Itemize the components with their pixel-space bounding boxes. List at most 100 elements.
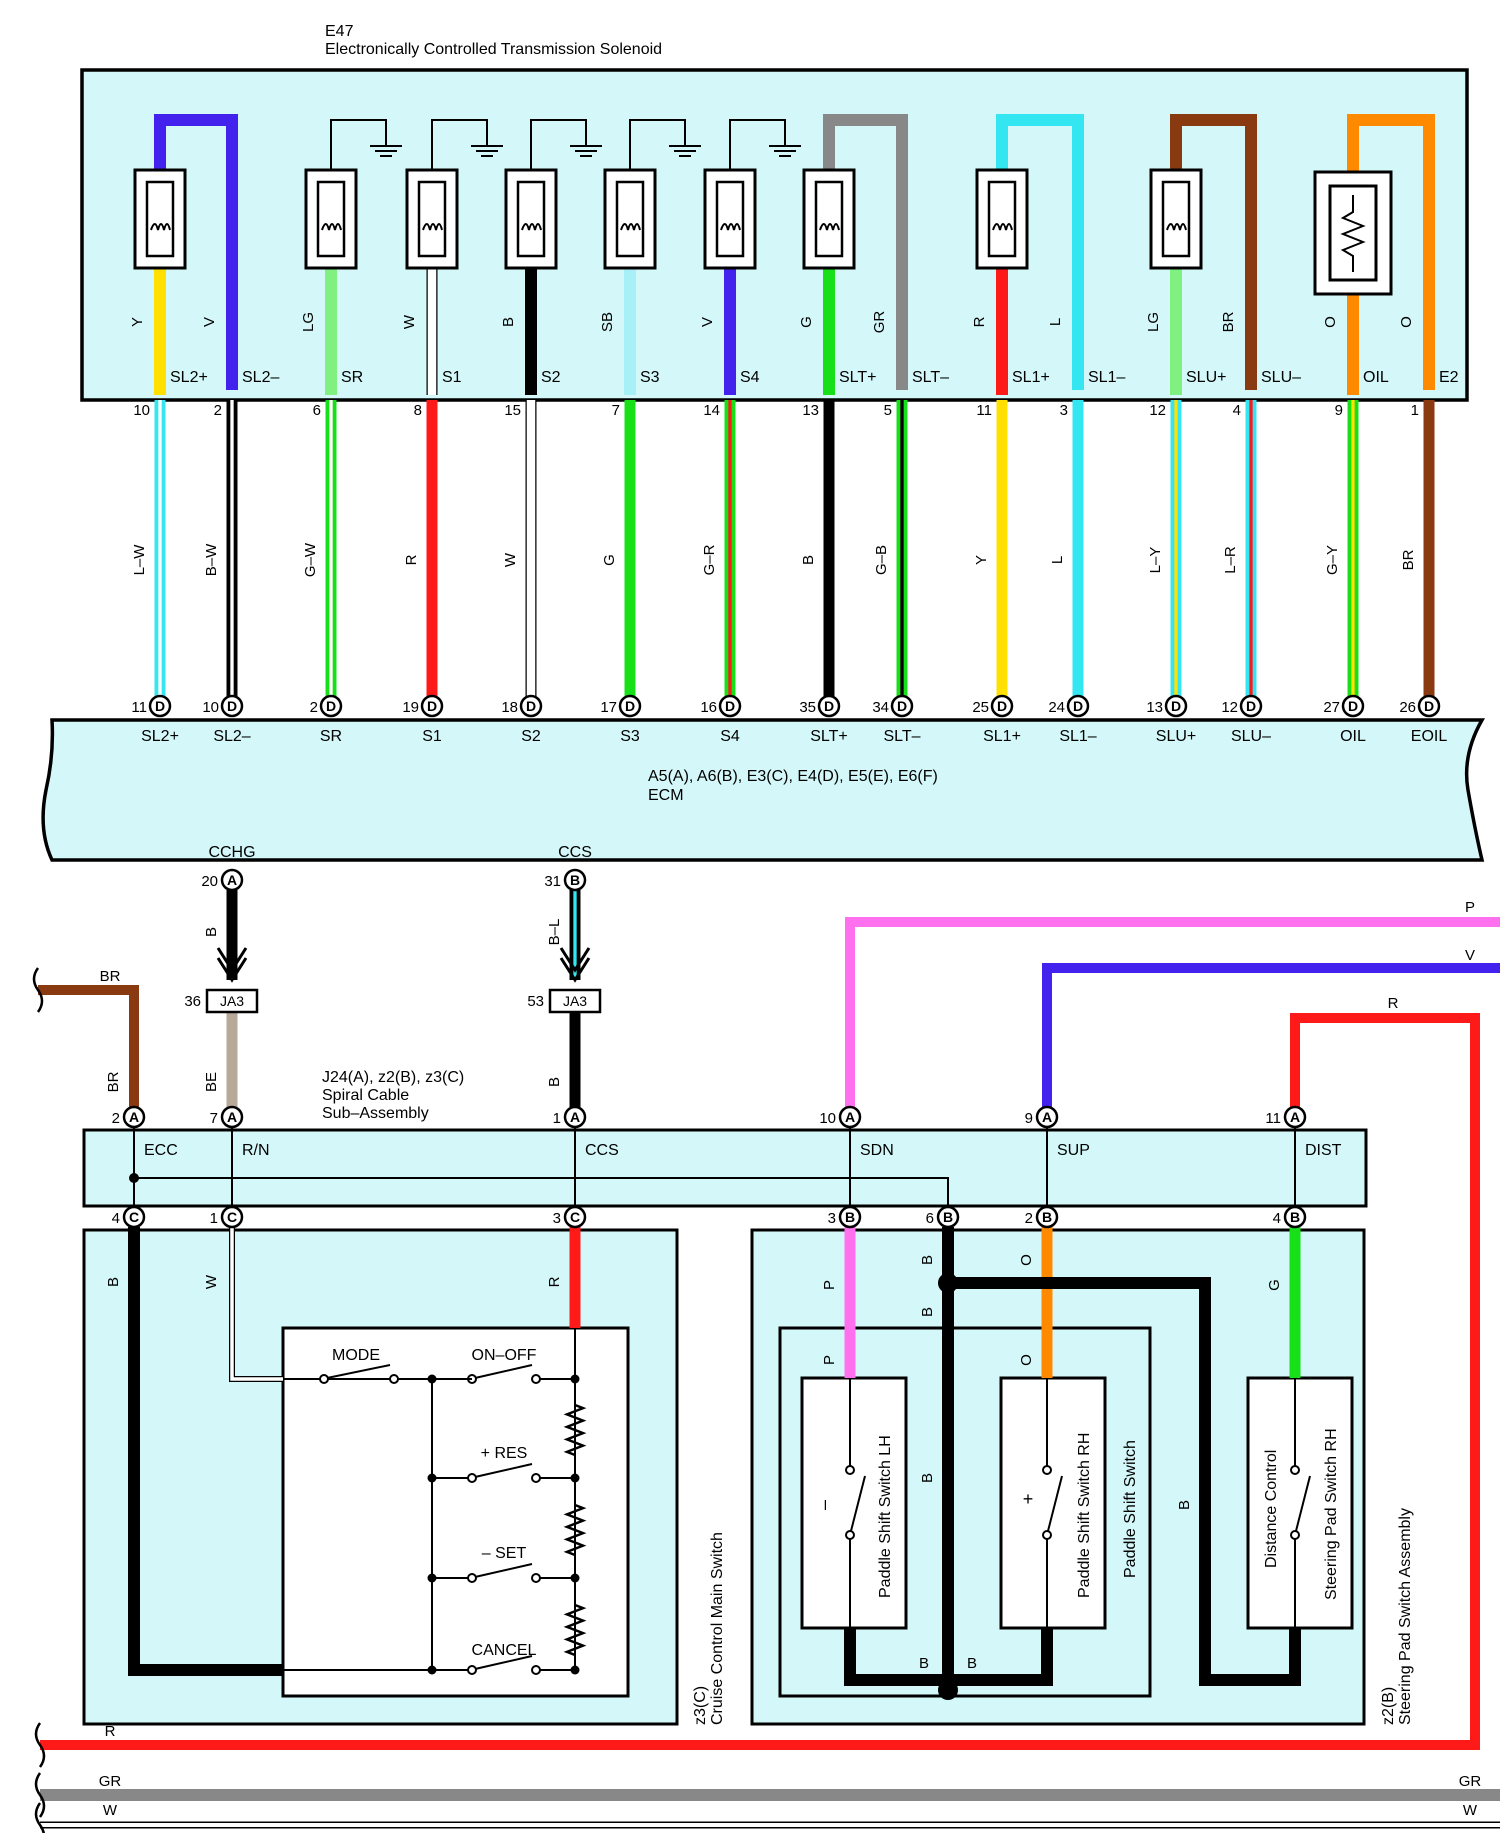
ecm-pin-number: 17 [600, 699, 617, 716]
paddle-lh-sign: – [814, 1500, 834, 1510]
spiral-pin-number: 7 [210, 1110, 218, 1127]
solenoid-terminal-name: SLU+ [1186, 369, 1226, 386]
switch-label-set: – SET [482, 1545, 527, 1562]
ecm-pin [148, 694, 172, 718]
solenoid-terminal-name: S2 [541, 369, 561, 386]
coil-winding [321, 223, 342, 231]
harness-wire-code: L–Y [1147, 547, 1164, 574]
spiral-bottom-pin [838, 1205, 862, 1229]
spiral-name: Spiral Cable [322, 1087, 409, 1104]
ecm-connectors: A5(A), A6(B), E3(C), E4(D), E5(E), E6(F) [648, 768, 938, 785]
contact [845, 1530, 855, 1540]
contact [467, 1473, 477, 1483]
inner-wire-code: V [699, 317, 716, 327]
cruise-b-wire [128, 1227, 283, 1676]
contact [1290, 1465, 1300, 1475]
solenoid-terminal-name: SLT– [912, 369, 949, 386]
spiral-bottom-pin [936, 1205, 960, 1229]
paddle-rh-box [999, 1376, 1107, 1630]
switch-arm [1047, 1475, 1063, 1532]
harness-wire-code: Y [973, 555, 990, 565]
spiral-pin-number: 3 [828, 1210, 836, 1227]
coil-winding [992, 223, 1013, 231]
ground-lead [729, 119, 786, 200]
ecm-pin [817, 694, 841, 718]
wire-code: B [919, 1473, 936, 1483]
spiral-pin-number: 2 [112, 1110, 120, 1127]
coil-winding [819, 223, 840, 231]
ground-icon [570, 132, 602, 157]
switch-label-on-off: ON–OFF [472, 1347, 537, 1364]
spiral-bottom-pin [122, 1205, 146, 1229]
spiral-pin-number: 4 [112, 1210, 120, 1227]
spiral-panel [82, 1128, 1368, 1208]
junction-label: JA3 [563, 993, 587, 1009]
switch-arm [326, 1364, 391, 1379]
ecm-pin-number: 2 [310, 699, 318, 716]
connector-letter: A [845, 1109, 855, 1125]
ground-lead [431, 119, 488, 200]
wire-code: O [1018, 1254, 1035, 1266]
solenoid-pin-number: 5 [884, 402, 892, 419]
spiral-name: Sub–Assembly [322, 1105, 429, 1122]
solenoid-terminal-name: SL2+ [170, 369, 208, 386]
spiral-terminal-name: R/N [242, 1142, 270, 1159]
junction-dot [570, 1573, 580, 1583]
solenoid-pin-number: 8 [414, 402, 422, 419]
spiral-pin-number: 11 [1265, 1110, 1281, 1127]
inner-wire-code: W [401, 314, 418, 329]
ecm-pin [220, 868, 244, 892]
cancel-switch-icon [467, 1655, 541, 1675]
solenoid-terminal-name: OIL [1363, 369, 1389, 386]
connector-letter: B [943, 1209, 953, 1225]
inner-wire-code: B [500, 317, 517, 327]
ecm-terminal-name: SLT+ [810, 728, 848, 745]
ground-lead [330, 119, 387, 200]
spiral-bottom-pin [563, 1205, 587, 1229]
wire-code: O [1018, 1354, 1035, 1366]
solenoid-terminal-name: SL2– [242, 369, 279, 386]
inner-wire-code: LG [1145, 312, 1162, 332]
harness-wire-code: L [1049, 556, 1066, 564]
dist-r-wire [40, 1013, 1480, 1750]
junction-block [205, 988, 259, 1014]
arrow-icon [559, 947, 591, 973]
ecm-terminal-name: S2 [521, 728, 541, 745]
connector-letter: A [227, 872, 237, 888]
solenoid-pin-number: 15 [504, 402, 521, 419]
solenoid-coil-icon [504, 168, 558, 270]
junction-dot [570, 1473, 580, 1483]
ecm-pin-number: 10 [202, 699, 219, 716]
resistor-icon [563, 1603, 587, 1657]
distance-switch-name: Distance Control [1263, 1450, 1280, 1568]
spiral-inner-line [134, 1177, 949, 1206]
connector-letter: D [625, 698, 635, 714]
coil-body [814, 180, 844, 258]
ecm-terminal-name: SL1– [1059, 728, 1096, 745]
spiral-terminal-name: DIST [1305, 1142, 1342, 1159]
spiral-terminal-name: SUP [1057, 1142, 1090, 1159]
ecm-pin [319, 694, 343, 718]
spiral-pin-number: 9 [1025, 1110, 1033, 1127]
wire-code: R [546, 1276, 563, 1287]
spiral-pin-number: 6 [926, 1210, 934, 1227]
ecm-terminal-name: SR [320, 728, 342, 745]
connector-letter: D [326, 698, 336, 714]
connector-letter: D [824, 698, 834, 714]
solenoid-pin-number: 4 [1233, 402, 1241, 419]
connector-letter: D [1171, 698, 1181, 714]
connector-letter: D [227, 698, 237, 714]
wire-code: P [821, 1355, 838, 1365]
spiral-bottom-pin [220, 1205, 244, 1229]
switch-arm [850, 1475, 866, 1532]
solenoid-pin-number: 2 [214, 402, 222, 419]
contact [531, 1573, 541, 1583]
coil-winding [1166, 223, 1187, 231]
arrow-icon [216, 957, 248, 983]
spiral-bottom-pin [1283, 1205, 1307, 1229]
coil-body [316, 180, 346, 258]
connector-letter: D [1246, 698, 1256, 714]
solenoid-pin-number: 11 [976, 402, 992, 419]
wire-break-icon [34, 1772, 46, 1818]
